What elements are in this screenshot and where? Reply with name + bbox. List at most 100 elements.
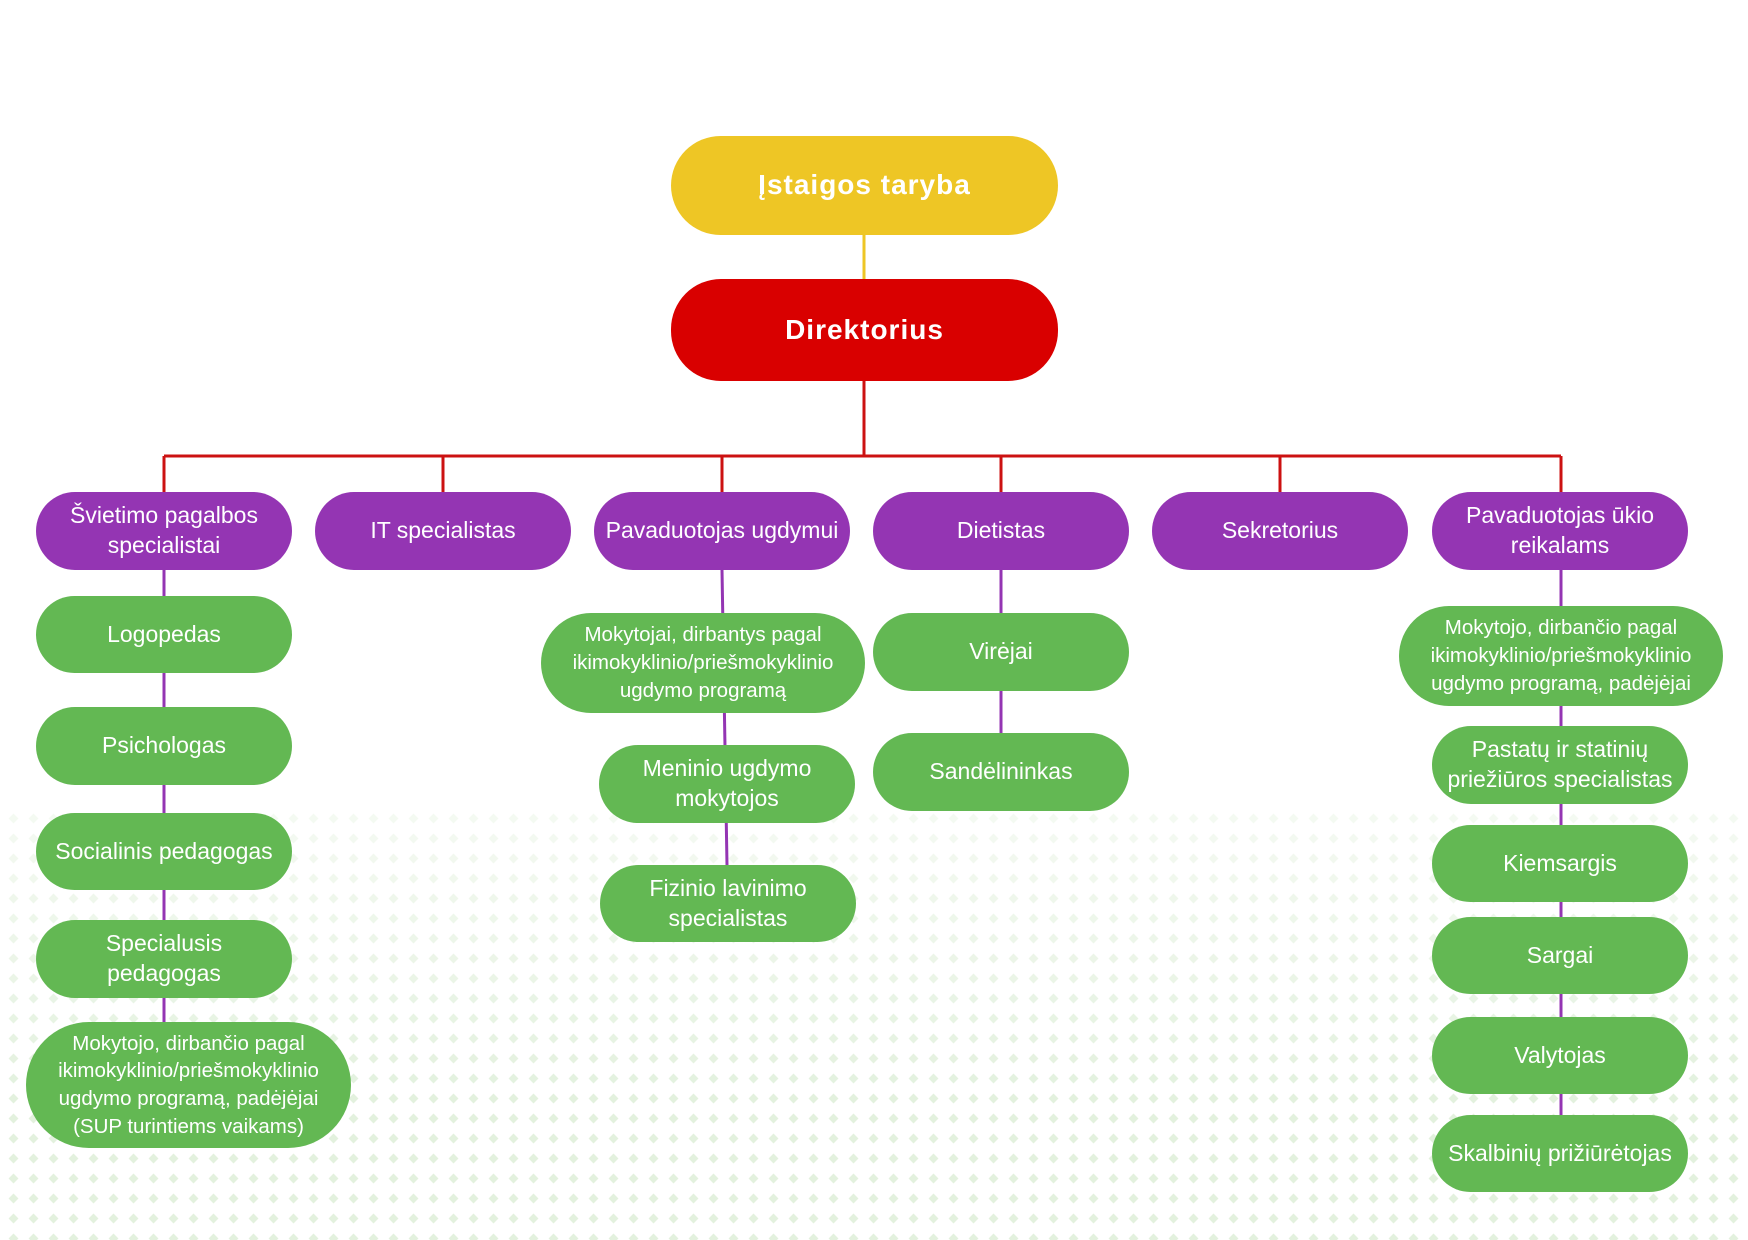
director-node[interactable]: Direktorius [671, 279, 1058, 381]
background-dot [1328, 1193, 1339, 1204]
dept-deputy-facilities[interactable]: Pavaduotojas ūkio reikalams [1432, 492, 1688, 570]
background-dot [148, 1213, 159, 1224]
staff-node[interactable]: Socialinis pedagogas [36, 813, 292, 890]
background-dot [508, 1153, 519, 1164]
background-dot [1408, 813, 1419, 824]
background-dot [1108, 1073, 1119, 1084]
staff-node[interactable]: Logopedas [36, 596, 292, 673]
background-dot [1008, 893, 1019, 904]
background-dot [668, 1053, 679, 1064]
background-dot [1228, 1173, 1239, 1184]
background-dot [1128, 953, 1139, 964]
background-dot [468, 1053, 479, 1064]
staff-node[interactable]: Mokytojo, dirbančio pagal ikimokyklinio/… [1399, 606, 1723, 706]
background-dot [1228, 853, 1239, 864]
background-dot [508, 1013, 519, 1024]
background-dot [1228, 893, 1239, 904]
background-dot [1268, 813, 1279, 824]
background-dot [308, 973, 319, 984]
background-dot [428, 1173, 439, 1184]
background-dot [628, 1033, 639, 1044]
background-dot [1348, 813, 1359, 824]
background-dot [788, 853, 799, 864]
background-dot [1428, 1093, 1439, 1104]
background-dot [1288, 1093, 1299, 1104]
staff-node[interactable]: Mokytojo, dirbančio pagal ikimokyklinio/… [26, 1022, 351, 1148]
background-dot [528, 1013, 539, 1024]
background-dot [808, 1093, 819, 1104]
background-dot [368, 993, 379, 1004]
background-dot [1068, 973, 1079, 984]
background-dot [28, 993, 39, 1004]
background-dot [1108, 1033, 1119, 1044]
background-dot [28, 913, 39, 924]
background-dot [1228, 973, 1239, 984]
background-dot [968, 1013, 979, 1024]
background-dot [808, 1133, 819, 1144]
background-dot [888, 1073, 899, 1084]
background-dot [648, 1213, 659, 1224]
background-dot [1728, 933, 1739, 944]
background-dot [1388, 1213, 1399, 1224]
background-dot [1388, 1013, 1399, 1024]
background-dot [1108, 1233, 1119, 1240]
background-dot [928, 1233, 939, 1240]
dept-education-support[interactable]: Švietimo pagalbos specialistai [36, 492, 292, 570]
background-dot [1428, 1233, 1439, 1240]
background-dot [148, 1173, 159, 1184]
background-dot [108, 1013, 119, 1024]
background-dot [1148, 1033, 1159, 1044]
background-dot [1268, 853, 1279, 864]
staff-node[interactable]: Pastatų ir statinių priežiūros specialis… [1432, 726, 1688, 804]
council-node[interactable]: Įstaigos taryba [671, 136, 1058, 235]
background-dot [988, 933, 999, 944]
background-dot [988, 1033, 999, 1044]
background-dot [428, 1053, 439, 1064]
background-dot [1208, 1173, 1219, 1184]
dept-secretary[interactable]: Sekretorius [1152, 492, 1408, 570]
staff-node[interactable]: Sandėlininkas [873, 733, 1129, 811]
staff-node[interactable]: Meninio ugdymo mokytojos [599, 745, 855, 823]
background-dot [828, 1053, 839, 1064]
background-dot [508, 1213, 519, 1224]
background-dot [1508, 1233, 1519, 1240]
background-dot [568, 1173, 579, 1184]
background-dot [608, 1113, 619, 1124]
background-dot [1008, 1013, 1019, 1024]
staff-node[interactable]: Fizinio lavinimo specialistas [600, 865, 856, 942]
background-dot [1288, 933, 1299, 944]
staff-node[interactable]: Skalbinių prižiūrėtojas [1432, 1115, 1688, 1192]
background-dot [648, 1113, 659, 1124]
staff-node[interactable]: Specialusis pedagogas [36, 920, 292, 998]
staff-node[interactable]: Kiemsargis [1432, 825, 1688, 902]
staff-node[interactable]: Virėjai [873, 613, 1129, 691]
background-dot [1288, 1053, 1299, 1064]
staff-node[interactable]: Psichologas [36, 707, 292, 785]
background-dot [588, 913, 599, 924]
background-dot [1448, 993, 1459, 1004]
background-dot [528, 1053, 539, 1064]
background-dot [548, 1173, 559, 1184]
staff-node[interactable]: Valytojas [1432, 1017, 1688, 1094]
staff-node[interactable]: Sargai [1432, 917, 1688, 994]
background-dot [1408, 933, 1419, 944]
background-dot [948, 933, 959, 944]
dept-it[interactable]: IT specialistas [315, 492, 571, 570]
background-dot [348, 813, 359, 824]
background-dot [868, 973, 879, 984]
background-dot [408, 1213, 419, 1224]
background-dot [868, 993, 879, 1004]
background-dot [968, 833, 979, 844]
staff-label: Mokytojo, dirbančio pagal ikimokyklinio/… [1430, 616, 1692, 695]
background-dot [428, 1233, 439, 1240]
background-dot [728, 1093, 739, 1104]
background-dot [88, 1193, 99, 1204]
background-dot [1448, 1213, 1459, 1224]
dept-dietitian[interactable]: Dietistas [873, 492, 1129, 570]
background-dot [1048, 1153, 1059, 1164]
background-dot [1188, 1053, 1199, 1064]
background-dot [1308, 1153, 1319, 1164]
dept-deputy-education[interactable]: Pavaduotojas ugdymui [594, 492, 850, 570]
staff-node[interactable]: Mokytojai, dirbantys pagal ikimokyklinio… [541, 613, 865, 713]
background-dot [1168, 953, 1179, 964]
